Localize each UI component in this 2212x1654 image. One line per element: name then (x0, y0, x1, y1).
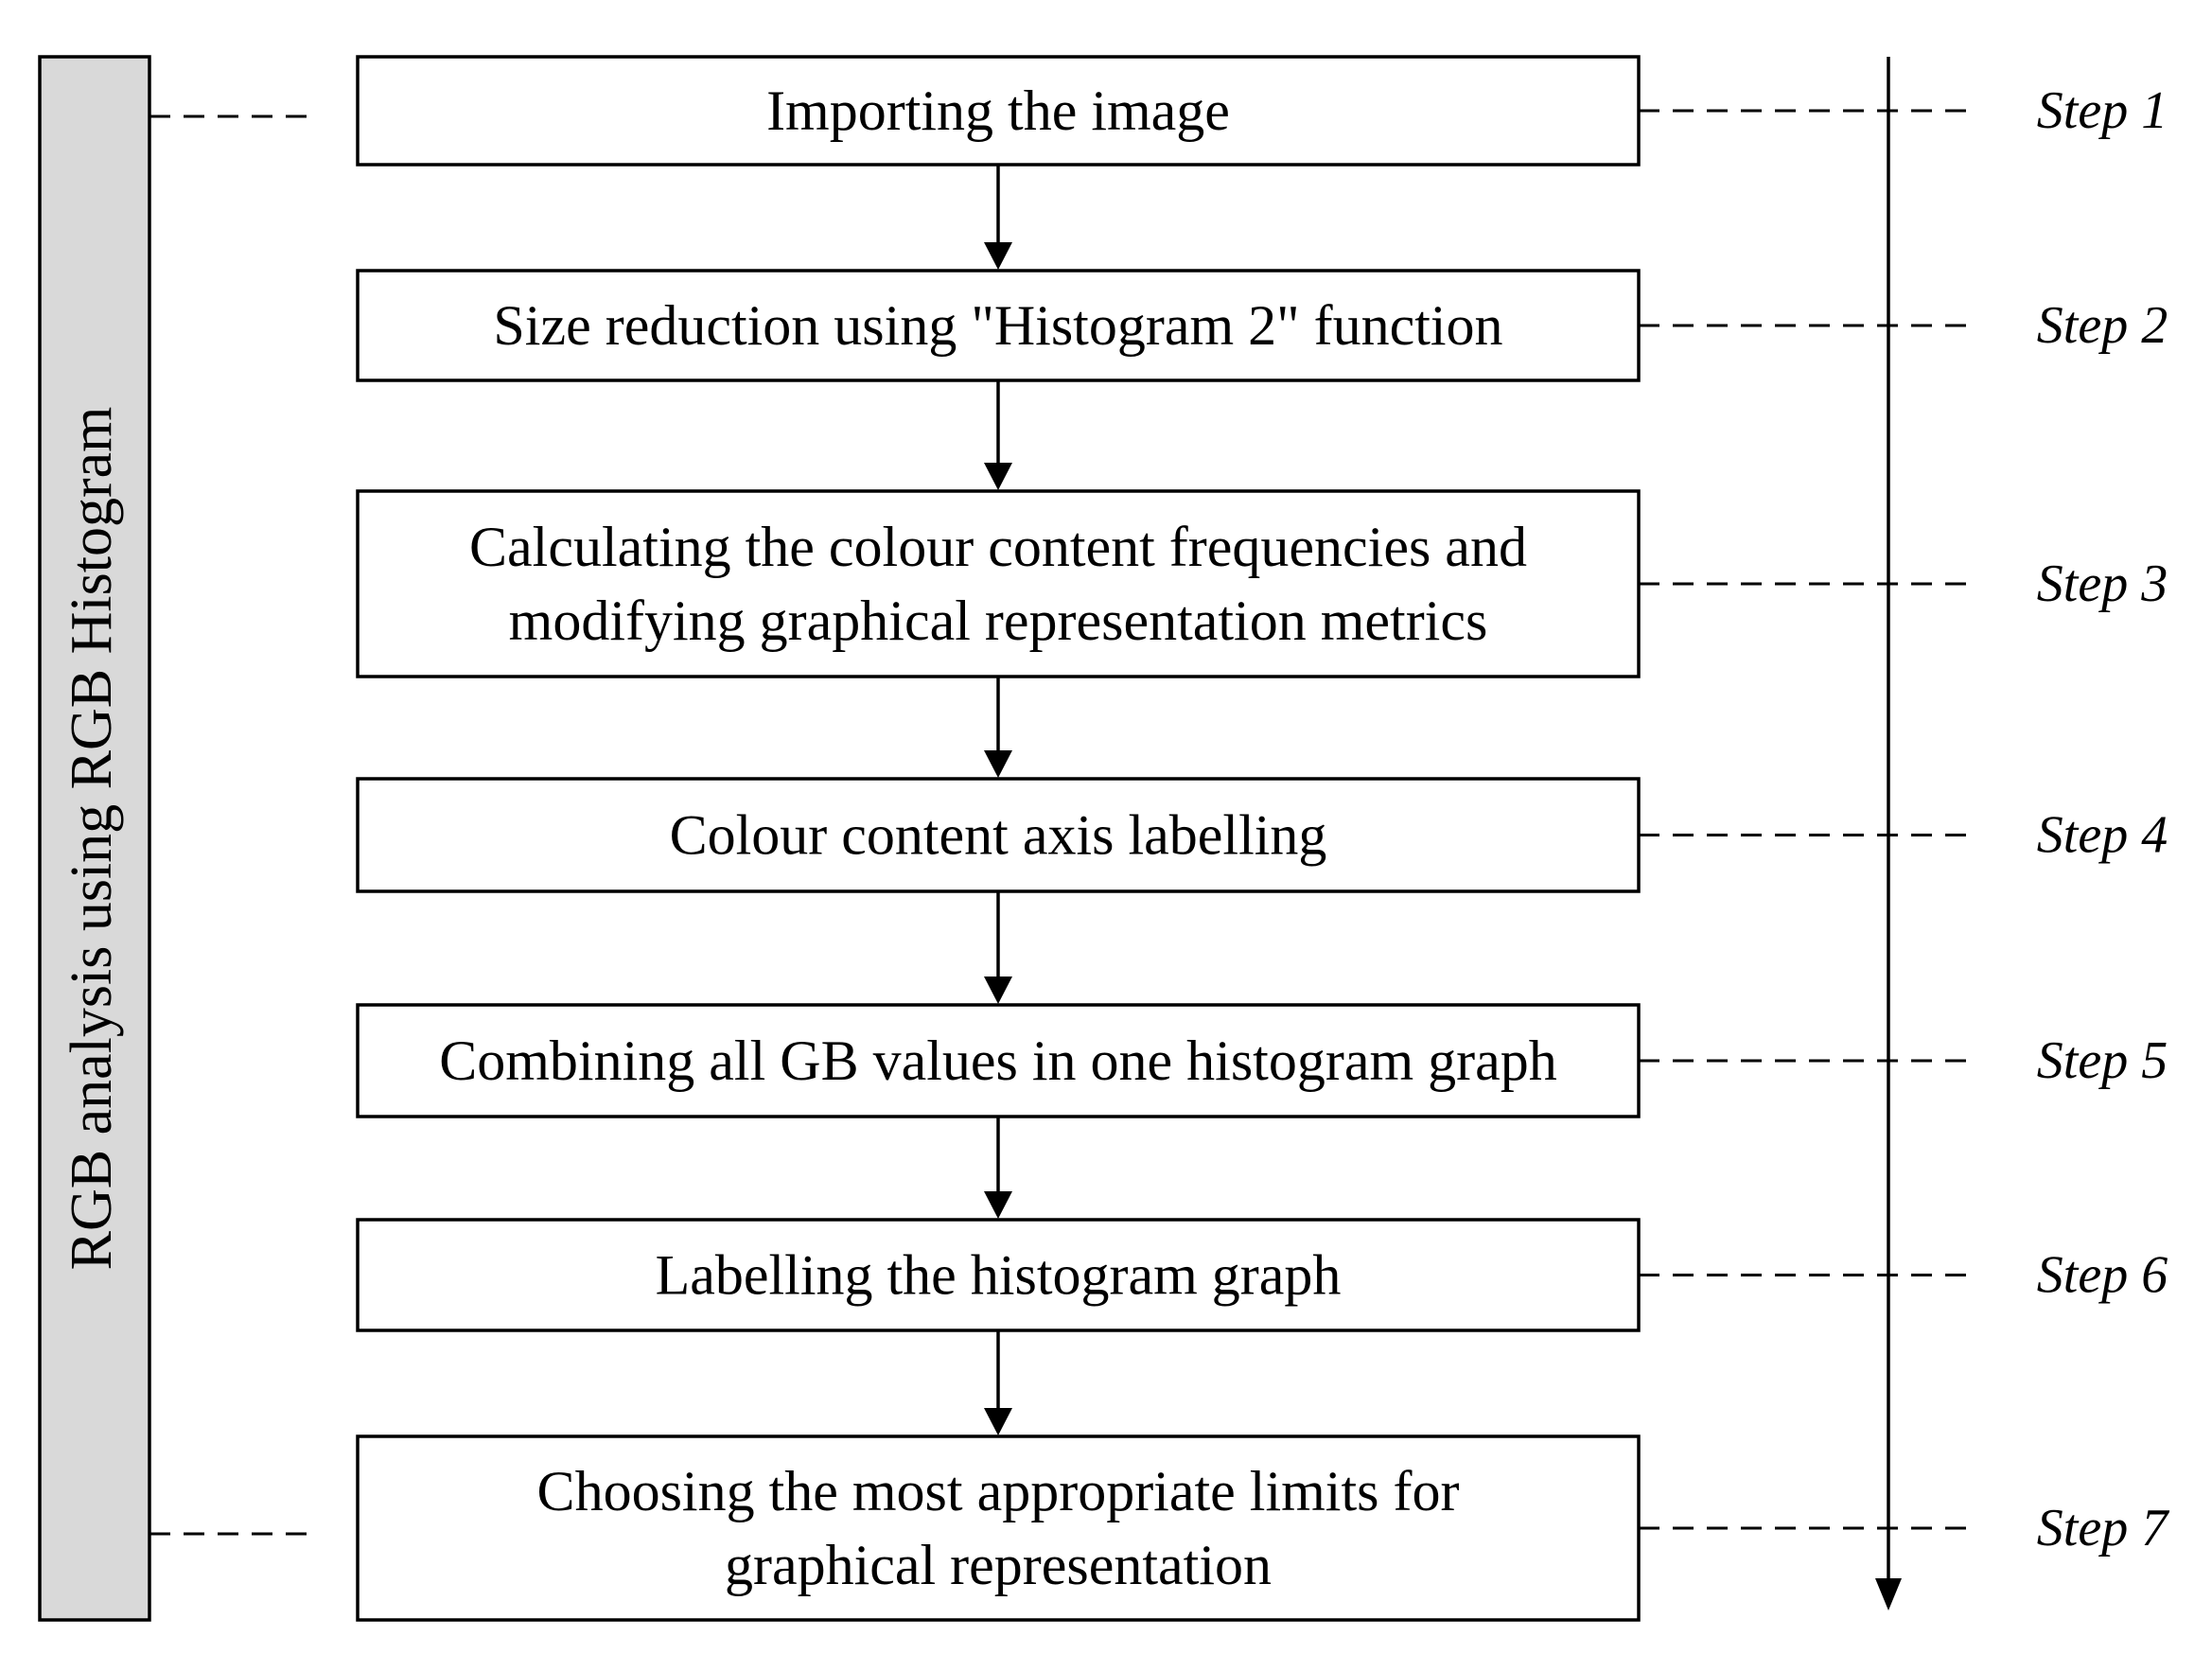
step-box (356, 1003, 1641, 1118)
timeline (1875, 57, 1902, 1610)
flow-arrow (984, 891, 1012, 1004)
step-text-line: Importing the image (766, 79, 1230, 142)
step-text-line: modifying graphical representation metri… (509, 589, 1488, 652)
step-text-line: Colour content axis labelling (670, 804, 1327, 867)
timeline-arrowhead (1875, 1578, 1902, 1610)
sidebar-box (38, 55, 151, 1622)
step-4: Colour content axis labelling Step 4 (356, 777, 2168, 893)
step-box (356, 269, 1641, 382)
step-3: Calculating the colour content frequenci… (356, 489, 2168, 678)
step-1: Importing the image Step 1 (356, 55, 2168, 167)
step-label: Step 5 (2037, 1031, 2168, 1090)
flow-arrow (984, 1330, 1012, 1435)
sidebar-label: RGB analysis using RGB Histogram (60, 407, 124, 1271)
step-text-line: Labelling the histogram graph (656, 1244, 1342, 1307)
step-label: Step 4 (2037, 806, 2168, 865)
step-label: Step 3 (2037, 554, 2168, 613)
step-text-line: Size reduction using "Histogram 2" funct… (493, 294, 1502, 357)
step-6: Labelling the histogram graph Step 6 (356, 1218, 2168, 1332)
step-2: Size reduction using "Histogram 2" funct… (356, 269, 2168, 382)
flow-arrow (984, 165, 1012, 270)
step-5: Combining all GB values in one histogram… (356, 1003, 2168, 1118)
step-7: Choosing the most appropriate limits for… (356, 1434, 2169, 1622)
step-label: Step 7 (2037, 1499, 2169, 1557)
step-text-line: graphical representation (725, 1534, 1272, 1596)
flow-arrow (984, 380, 1012, 490)
step-text-line: Calculating the colour content frequenci… (469, 516, 1527, 578)
step-label: Step 2 (2037, 296, 2168, 355)
sidebar: RGB analysis using RGB Histogram (38, 55, 312, 1622)
step-text-line: Choosing the most appropriate limits for (537, 1460, 1460, 1522)
flow-arrow (984, 677, 1012, 778)
step-label: Step 1 (2037, 81, 2168, 140)
flow-arrow (984, 1117, 1012, 1219)
step-text-line: Combining all GB values in one histogram… (439, 1029, 1557, 1092)
process-steps: Importing the image Step 1 Size reduction … (356, 55, 2169, 1622)
step-label: Step 6 (2037, 1246, 2168, 1305)
step-box (356, 1434, 1641, 1622)
step-box (356, 777, 1641, 893)
